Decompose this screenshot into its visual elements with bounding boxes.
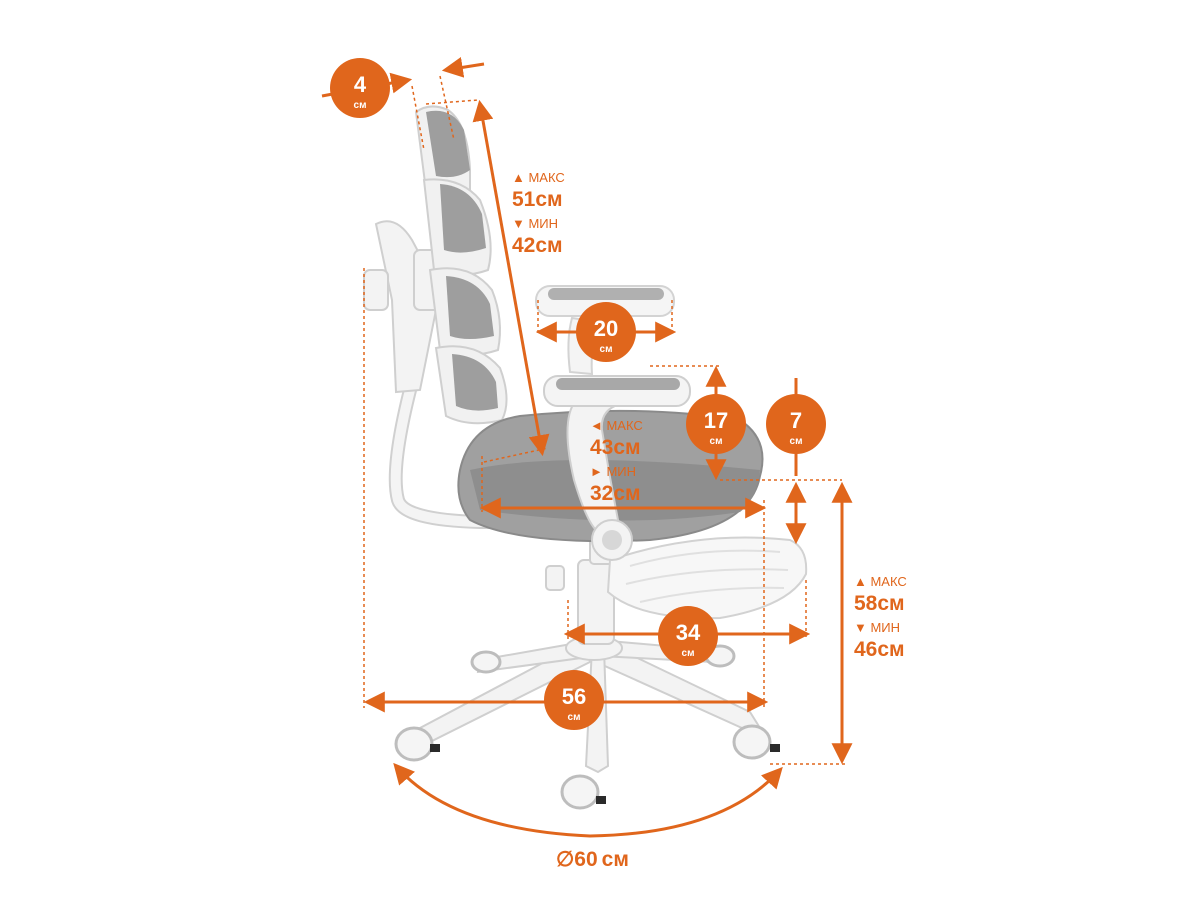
svg-text:◄ МАКС: ◄ МАКС	[590, 418, 643, 433]
svg-text:32см: 32см	[590, 482, 641, 505]
badge-footrest-depth: 34 см	[658, 606, 718, 666]
svg-text:58см: 58см	[854, 592, 905, 615]
svg-text:56: 56	[562, 684, 586, 709]
svg-text:51см: 51см	[512, 188, 563, 211]
badge-base-depth: 56 см	[544, 670, 604, 730]
svg-text:▲ МАКС: ▲ МАКС	[512, 170, 565, 185]
badge-seat-adjust: 7 см	[766, 394, 826, 454]
caster-wheel	[732, 724, 772, 760]
svg-text:46см: 46см	[854, 638, 905, 661]
badge-back-thickness: 4 см	[330, 58, 390, 118]
svg-text:17: 17	[704, 408, 728, 433]
badge-armrest-length: 20 см	[576, 302, 636, 362]
caster-wheel	[394, 726, 434, 762]
svg-text:▼ МИН: ▼ МИН	[512, 216, 558, 231]
svg-text:34: 34	[676, 620, 701, 645]
svg-text:7: 7	[790, 408, 802, 433]
range-back-height: ▲ МАКС 51см ▼ МИН 42см	[512, 170, 565, 257]
svg-text:см: см	[710, 436, 723, 447]
svg-text:см: см	[790, 436, 803, 447]
svg-text:см: см	[354, 100, 367, 111]
svg-text:43см: 43см	[590, 436, 641, 459]
svg-text:▼ МИН: ▼ МИН	[854, 620, 900, 635]
svg-text:42см: 42см	[512, 234, 563, 257]
chair-casters	[394, 644, 772, 810]
dim-line-back-height	[472, 99, 550, 457]
svg-text:см: см	[568, 712, 581, 723]
diameter-icon: ∅	[556, 848, 574, 871]
dim-arc-base-diameter	[393, 762, 783, 838]
badge-armrest-height: 17 см	[686, 394, 746, 454]
svg-text:► МИН: ► МИН	[590, 464, 636, 479]
svg-text:4: 4	[354, 72, 367, 97]
caster-wheel	[560, 774, 600, 810]
footrest	[606, 536, 808, 620]
svg-text:20: 20	[594, 316, 618, 341]
range-seat-height: ▲ МАКС 58см ▼ МИН 46см	[854, 574, 907, 661]
caster-wheel	[470, 650, 502, 674]
range-seat-depth: ◄ МАКС 43см ► МИН 32см	[590, 418, 643, 505]
svg-text:см: см	[682, 648, 695, 659]
svg-text:см: см	[600, 344, 613, 355]
svg-text:▲ МАКС: ▲ МАКС	[854, 574, 907, 589]
